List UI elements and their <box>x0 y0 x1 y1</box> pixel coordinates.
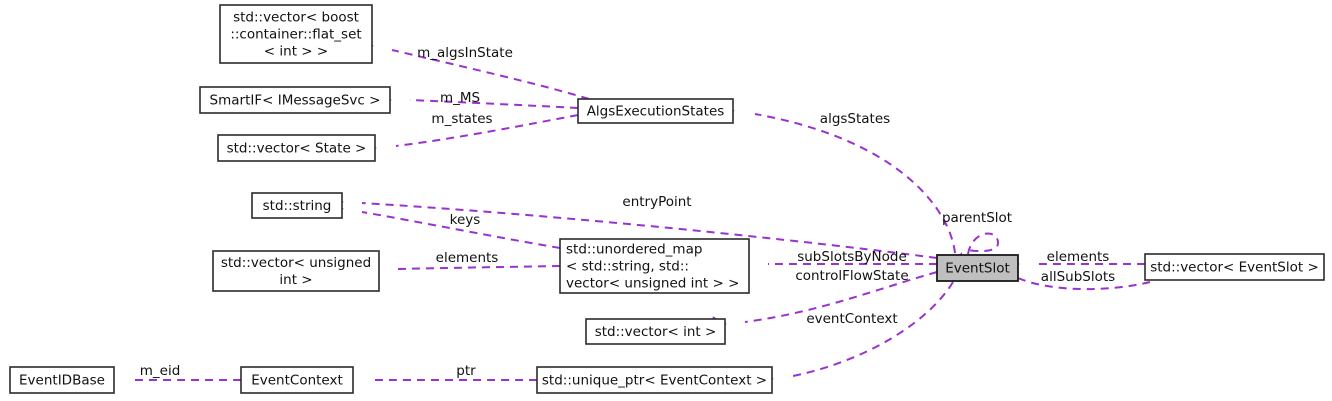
node-vector_flat_set[interactable]: std::vector< boost::container::flat_set<… <box>219 4 373 64</box>
node-event_slot[interactable]: EventSlot <box>936 254 1019 282</box>
node-label-vector_flat_set: ::container::flat_set <box>230 27 361 43</box>
node-box-smartif_imessagesvc[interactable] <box>199 86 391 114</box>
node-box-unordered_map[interactable] <box>559 238 750 294</box>
node-box-event_context[interactable] <box>240 366 354 394</box>
edge-line-keys <box>361 211 561 249</box>
edge-label-elements_slot: elements <box>1047 249 1110 265</box>
edge-line-m_algsInState <box>391 49 590 100</box>
node-label-unordered_map: < std::string, std:: <box>566 259 689 275</box>
edge-label-elements_map: elements <box>436 250 499 266</box>
node-label-std_string: std::string <box>263 198 332 214</box>
node-label-vector_flat_set: std::vector< boost <box>233 10 359 26</box>
edge-line-controlFlowState <box>744 271 938 323</box>
node-smartif_imessagesvc[interactable]: SmartIF< IMessageSvc > <box>199 86 391 114</box>
edge-line-m_states <box>395 114 579 147</box>
edge-line-entryPoint <box>361 202 938 259</box>
node-label-vector_flat_set: < int > > <box>264 44 328 60</box>
node-box-unique_ptr_event_context[interactable] <box>536 366 773 394</box>
edge-label-keys: keys <box>450 212 481 228</box>
node-event_id_base[interactable]: EventIDBase <box>9 366 115 394</box>
edge-line-algsStates <box>754 113 956 254</box>
node-vector_event_slot[interactable]: std::vector< EventSlot > <box>1144 253 1325 281</box>
node-box-vector_unsigned_int[interactable] <box>212 250 380 292</box>
edge-line-allSubSlots <box>1017 277 1151 291</box>
node-label-unordered_map: std::unordered_map <box>566 242 702 258</box>
edge-label-m_MS: m_MS <box>440 90 480 106</box>
edge-label-ptr: ptr <box>456 363 476 379</box>
node-box-event_slot[interactable] <box>936 254 1019 282</box>
node-label-event_context: EventContext <box>251 373 343 389</box>
edge-labels-layer: m_algsInState m_MS m_states algsStates entry… <box>140 45 1115 379</box>
edge-label-algsStates: algsStates <box>820 111 890 127</box>
node-vector_state[interactable]: std::vector< State > <box>217 134 376 162</box>
edge-label-m_states: m_states <box>431 111 492 127</box>
node-label-vector_event_slot: std::vector< EventSlot > <box>1150 260 1319 276</box>
edge-label-m_eid: m_eid <box>140 363 181 379</box>
edge-line-elements_map <box>397 265 561 270</box>
edge-label-allSubSlots: allSubSlots <box>1041 269 1115 285</box>
node-unique_ptr_event_context[interactable]: std::unique_ptr< EventContext > <box>536 366 773 394</box>
edge-line-parentSlot <box>967 232 1000 255</box>
edge-line-eventContext <box>792 281 954 377</box>
node-label-unique_ptr_event_context: std::unique_ptr< EventContext > <box>542 373 767 389</box>
edge-line-m_MS <box>409 99 579 109</box>
edge-label-subSlotsByNode: subSlotsByNode <box>797 249 907 265</box>
edge-label-entryPoint: entryPoint <box>622 194 691 210</box>
node-label-algs_execution_states: AlgsExecutionStates <box>587 104 725 120</box>
node-event_context[interactable]: EventContext <box>240 366 354 394</box>
edge-label-m_algsInState: m_algsInState <box>417 45 513 61</box>
edge-label-eventContext: eventContext <box>806 311 897 327</box>
nodes-layer: std::vector< boost::container::flat_set<… <box>9 4 1325 394</box>
node-label-vector_unsigned_int: int > <box>279 272 312 288</box>
node-box-algs_execution_states[interactable] <box>577 98 734 124</box>
node-box-vector_event_slot[interactable] <box>1144 253 1325 281</box>
node-unordered_map[interactable]: std::unordered_map< std::string, std::ve… <box>559 238 750 294</box>
node-label-smartif_imessagesvc: SmartIF< IMessageSvc > <box>210 93 381 109</box>
node-vector_int[interactable]: std::vector< int > <box>585 318 726 345</box>
node-label-event_slot: EventSlot <box>945 261 1010 277</box>
node-label-vector_unsigned_int: std::vector< unsigned <box>221 255 371 271</box>
node-box-vector_state[interactable] <box>217 134 376 162</box>
node-std_string[interactable]: std::string <box>251 192 343 219</box>
node-label-vector_state: std::vector< State > <box>227 141 367 157</box>
node-box-vector_flat_set[interactable] <box>219 4 373 64</box>
node-label-vector_int: std::vector< int > <box>595 324 717 340</box>
node-label-unordered_map: vector< unsigned int > > <box>566 276 739 292</box>
node-box-event_id_base[interactable] <box>9 366 115 394</box>
edge-label-controlFlowState: controlFlowState <box>795 268 908 284</box>
edge-label-parentSlot: parentSlot <box>942 210 1012 226</box>
node-box-std_string[interactable] <box>251 192 343 219</box>
node-label-event_id_base: EventIDBase <box>19 373 105 389</box>
node-box-vector_int[interactable] <box>585 318 726 345</box>
node-algs_execution_states[interactable]: AlgsExecutionStates <box>577 98 734 124</box>
